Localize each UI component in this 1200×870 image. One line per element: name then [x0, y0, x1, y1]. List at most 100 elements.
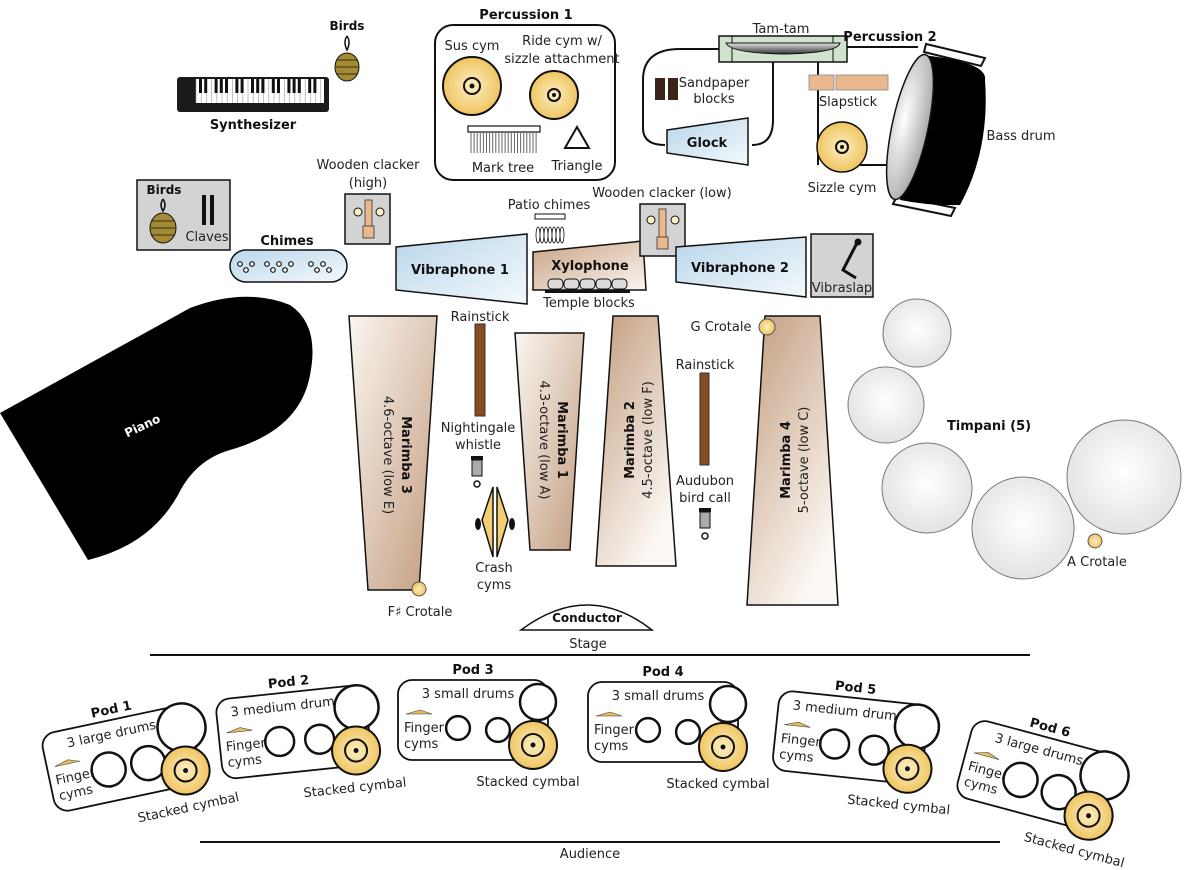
finger-cymbals-icon — [784, 721, 811, 728]
pod-drum — [634, 716, 662, 744]
glock-label: Glock — [687, 136, 728, 151]
pod-drum — [263, 725, 296, 758]
stacked-cymbal-label: Stacked cymbal — [303, 775, 407, 801]
crash-cyms-label: Crash — [475, 561, 512, 576]
finger-cymbals-icon — [54, 759, 81, 767]
audubon-bird-call-icon — [699, 508, 711, 540]
chime-tube — [237, 261, 243, 267]
percussion-1-station: Percussion 1 Sus cym Ride cym w/ sizzle … — [434, 8, 620, 181]
vibraslap: Vibraslap — [810, 233, 874, 298]
synthesizer: Synthesizer — [177, 77, 329, 133]
temple-blocks-label: Temple blocks — [542, 296, 635, 311]
claves-label: Claves — [185, 230, 228, 245]
vibraphone-2-label: Vibraphone 2 — [691, 261, 789, 276]
timpani-drum — [1066, 419, 1182, 535]
chimes-label: Chimes — [260, 234, 314, 249]
bass-drum-label: Bass drum — [986, 129, 1055, 144]
stacked-cymbal-label: Stacked cymbal — [666, 777, 769, 792]
birds-top-label: Birds — [330, 19, 365, 33]
vibraslap-icon — [841, 242, 859, 280]
wooden-clacker-high: Wooden clacker (high) — [317, 158, 421, 245]
temple-block — [563, 278, 580, 290]
marimba-3: Marimba 3 4.6-octave (low E) — [348, 315, 438, 591]
temple-block — [547, 278, 564, 290]
nightingale-label-2: whistle — [455, 438, 501, 453]
claves-icon — [202, 195, 206, 225]
sizzle-cym-label: Sizzle cym — [808, 181, 877, 196]
marimba-3-label: Marimba 3 — [398, 416, 413, 494]
percussion-1-title: Percussion 1 — [479, 8, 572, 23]
rainstick-right-label: Rainstick — [676, 358, 735, 373]
sandpaper-blocks-icon — [655, 78, 678, 100]
chime-tube — [264, 261, 270, 267]
timpani-drum — [847, 366, 925, 444]
percussion-2-station: Tam-tam Percussion 2 Sandpaper blocks Gl… — [642, 22, 1056, 218]
temple-block — [595, 278, 612, 290]
conductor-podium: Conductor — [518, 604, 655, 631]
ride-cym-label-2: sizzle attachment — [504, 52, 619, 67]
temple-block — [579, 278, 596, 290]
pod-drum — [674, 718, 702, 746]
timpani-drum — [881, 442, 973, 534]
finger-cyms-label-2: cyms — [778, 747, 814, 766]
pod-drum — [444, 714, 472, 742]
audubon-label: Audubon — [676, 474, 734, 489]
chime-tube — [314, 267, 320, 273]
chime-tube — [270, 267, 276, 273]
birds-hanger-icon — [344, 35, 350, 52]
marimba-4-desc: 5-octave (low C) — [797, 407, 812, 514]
vibraphone-2: Vibraphone 2 — [675, 236, 807, 298]
ride-cym-label: Ride cym w/ — [522, 34, 602, 49]
birds-top: Birds — [330, 19, 365, 82]
chime-tube — [276, 261, 282, 267]
conductor-label: Conductor — [552, 611, 622, 625]
sus-cym-label: Sus cym — [445, 39, 500, 54]
stacked-cymbal-label: Stacked cymbal — [476, 775, 579, 790]
sandpaper-label-2: blocks — [693, 92, 734, 107]
wooden-clacker-high-label: Wooden clacker — [317, 158, 421, 173]
tam-tam-label: Tam-tam — [752, 22, 810, 37]
audubon-label-2: bird call — [679, 491, 731, 506]
chimes: Chimes — [229, 234, 348, 283]
rainstick-right-icon — [699, 372, 710, 466]
finger-cyms-label: Finger — [594, 723, 635, 738]
stacked-cymbal-label: Stacked cymbal — [136, 790, 240, 826]
pod-title: Pod 3 — [452, 663, 493, 678]
g-crotale-label: G Crotale — [691, 320, 752, 335]
marimba-2-desc: 4.5-octave (low F) — [641, 381, 656, 499]
finger-cymbals-icon — [405, 709, 433, 715]
stacked-cymbal-label: Stacked cymbal — [846, 793, 950, 819]
finger-cyms-label: Finger — [225, 736, 267, 755]
crash-cyms-label-2: cyms — [477, 578, 512, 593]
finger-cyms-label-2: cyms — [594, 739, 629, 754]
marimba-2-label: Marimba 2 — [623, 401, 638, 479]
a-crotale-icon — [1087, 533, 1103, 549]
synthesizer-label: Synthesizer — [210, 118, 297, 133]
marimba-2: Marimba 2 4.5-octave (low F) — [595, 315, 677, 567]
marimba-1-label: Marimba 1 — [554, 401, 569, 479]
finger-cyms-label-2: cyms — [58, 782, 95, 804]
chime-tube — [326, 267, 332, 273]
crash-cymbals-icon — [475, 486, 515, 558]
percussion-2-title: Percussion 2 — [843, 30, 936, 45]
pod-drum — [858, 734, 890, 766]
birds-label: Birds — [147, 183, 182, 197]
marimba-4-label: Marimba 4 — [779, 421, 794, 499]
rainstick-left-label: Rainstick — [451, 310, 510, 325]
vibraphone-1: Vibraphone 1 — [395, 233, 528, 305]
vibraslap-label: Vibraslap — [812, 281, 872, 296]
finger-cyms-label-2: cyms — [404, 737, 439, 752]
timpani-drum — [971, 476, 1075, 580]
mark-tree-label: Mark tree — [472, 161, 534, 176]
chime-tube — [320, 261, 326, 267]
finger-cyms-label: Finger — [404, 721, 445, 736]
mark-tree-icon — [467, 125, 541, 133]
patio-chimes-label: Patio chimes — [508, 198, 591, 213]
finger-cymbals-icon — [595, 711, 623, 717]
xylophone-label: Xylophone — [551, 259, 629, 274]
